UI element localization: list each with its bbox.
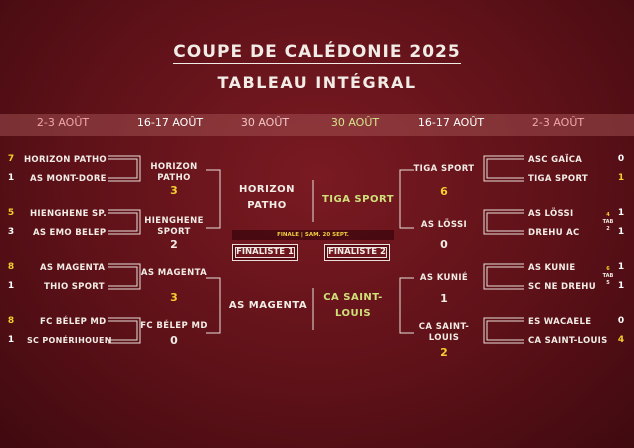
left-r1-seed-8: 1: [7, 335, 15, 345]
left-semi-1: HORIZON PATHO: [239, 184, 295, 211]
left-r2-score-1: 3: [170, 184, 178, 197]
right-r1-score-6: 1: [617, 281, 625, 291]
left-r1-team-8: SC PONÉRIHOUEN: [27, 336, 112, 345]
right-semi-2: CA SAINT-LOUIS: [323, 292, 383, 319]
left-r2-team-3: AS MAGENTA: [140, 268, 208, 278]
finalist-2-box: FINALISTE 2: [324, 244, 390, 261]
right-r1-score-8: 4: [617, 335, 625, 345]
right-r2-team-4: CA SAINT-LOUIS: [418, 322, 470, 343]
page-title-text: COUPE DE CALÉDONIE 2025: [173, 42, 461, 64]
left-r1-team-7: FC BÉLEP MD: [40, 317, 107, 327]
right-r1-tab-label-1: TAB: [602, 219, 614, 225]
right-r1-team-5: AS KUNIE: [528, 263, 576, 273]
right-r2-score-1: 6: [440, 185, 448, 198]
left-r2-score-3: 3: [170, 291, 178, 304]
date-left-r1: 2-3 AOÛT: [36, 116, 90, 129]
date-right-r1: 2-3 AOÛT: [531, 116, 585, 129]
page-subtitle: TABLEAU INTÉGRAL: [217, 73, 417, 92]
right-r2-score-2: 0: [440, 238, 448, 251]
left-r1-team-5: AS MAGENTA: [40, 263, 106, 273]
left-r1-seed-3: 5: [7, 208, 15, 218]
right-r1-pen-6: 5: [606, 280, 610, 286]
left-r1-team-6: THIO SPORT: [44, 282, 105, 292]
right-r1-score-5: 1: [617, 262, 625, 272]
right-r1-team-1: ASC GAÏCA: [528, 155, 583, 165]
right-r1-tab-label-2: TAB: [602, 273, 614, 279]
right-r1-team-3: AS LÖSSI: [528, 209, 574, 219]
page-title: COUPE DE CALÉDONIE 2025: [0, 42, 634, 64]
right-r1-pen-5: 6: [606, 266, 610, 272]
date-right-r2: 16-17 AOÛT: [417, 116, 485, 129]
date-left-semi: 30 AOÛT: [240, 116, 290, 129]
left-r2-score-4: 0: [170, 334, 178, 347]
left-r2-score-2: 2: [170, 238, 178, 251]
right-r1-team-6: SC NE DREHU: [528, 282, 596, 292]
left-r1-seed-6: 1: [7, 281, 15, 291]
right-r1-score-2: 1: [617, 173, 625, 183]
right-r2-team-3: AS KUNIÉ: [419, 273, 469, 283]
right-r1-team-2: TIGA SPORT: [528, 174, 589, 184]
right-r1-team-8: CA SAINT-LOUIS: [528, 336, 608, 346]
left-r2-team-2: HIENGHENE SPORT: [144, 216, 204, 237]
right-r1-score-1: 0: [617, 154, 625, 164]
date-right-semi: 30 AOÛT: [330, 116, 380, 129]
finale-info: FINALE | SAM. 20 SEPT.: [232, 230, 394, 240]
right-r2-team-2: AS LÖSSI: [420, 220, 468, 230]
right-r1-team-4: DREHU AC: [528, 228, 580, 238]
left-r1-seed-1: 7: [7, 154, 15, 164]
left-semi-2: AS MAGENTA: [228, 300, 308, 311]
right-r2-score-4: 2: [440, 346, 448, 359]
right-semi-1: TIGA SPORT: [321, 194, 395, 205]
right-r1-team-7: ES WACAELE: [528, 317, 592, 327]
right-r1-pen-3: 4: [606, 212, 610, 218]
left-r1-seed-5: 8: [7, 262, 15, 272]
right-r2-score-3: 1: [440, 292, 448, 305]
left-r1-team-1: HORIZON PATHO: [24, 155, 107, 165]
left-r1-team-3: HIENGHENE SP.: [30, 209, 107, 219]
left-r1-team-2: AS MONT-DORE: [30, 174, 107, 184]
right-r2-team-1: TIGA SPORT: [413, 164, 475, 174]
left-r1-team-4: AS EMO BELEP: [33, 228, 107, 238]
date-left-r2: 16-17 AOÛT: [136, 116, 204, 129]
left-r1-seed-4: 3: [7, 227, 15, 237]
right-r1-pen-4: 2: [606, 226, 610, 232]
right-r1-score-3: 1: [617, 208, 625, 218]
left-r2-team-1: HORIZON PATHO: [150, 162, 198, 183]
left-r1-seed-2: 1: [7, 173, 15, 183]
right-r1-score-7: 0: [617, 316, 625, 326]
right-r1-score-4: 1: [617, 227, 625, 237]
left-r1-seed-7: 8: [7, 316, 15, 326]
left-r2-team-4: FC BÉLEP MD: [140, 321, 208, 331]
finalist-1-box: FINALISTE 1: [232, 244, 298, 261]
date-band: [0, 114, 634, 136]
